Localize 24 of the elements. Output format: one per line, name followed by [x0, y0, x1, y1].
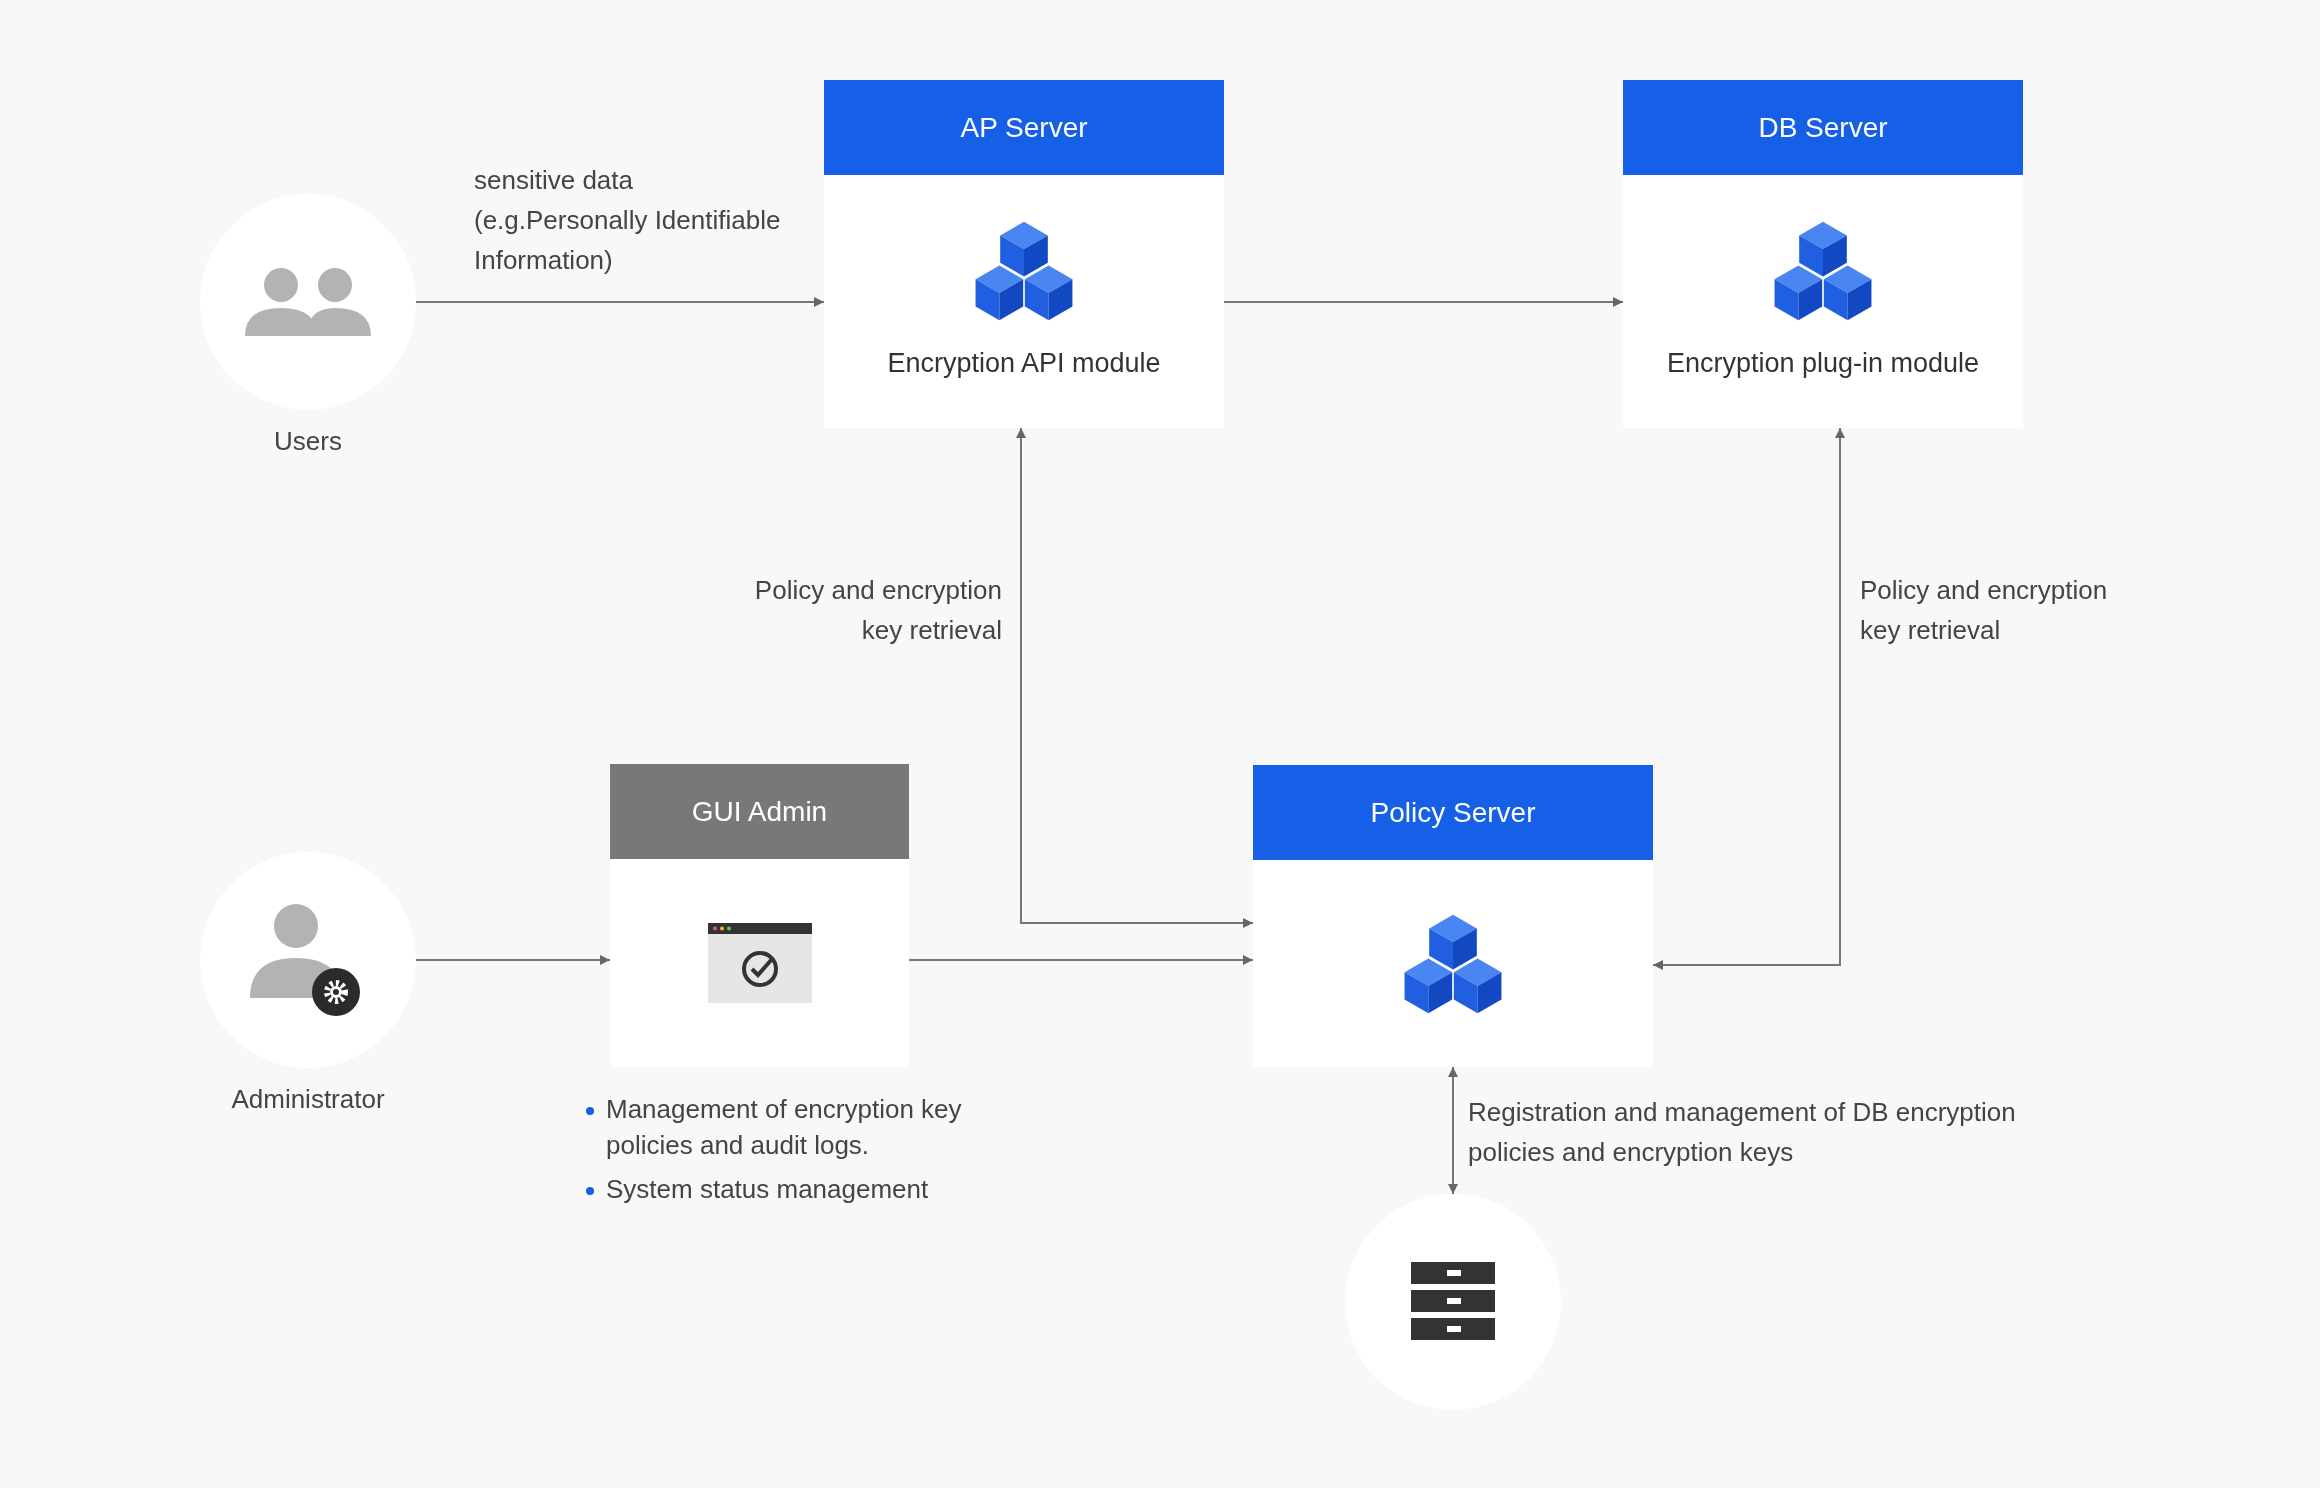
- card-header: AP Server: [824, 80, 1224, 175]
- card-header: DB Server: [1623, 80, 2023, 175]
- card-header: Policy Server: [1253, 765, 1653, 860]
- server-card: [1623, 80, 2023, 428]
- module-label: Encryption API module: [887, 347, 1161, 381]
- edge-label: Policy and encryption key retrieval: [1860, 574, 2109, 647]
- server-card: [1253, 765, 1653, 1067]
- node-label: Administrator: [231, 1083, 385, 1116]
- card-header: GUI Admin: [610, 764, 909, 859]
- node-label: Users: [274, 425, 342, 458]
- server-card: [824, 80, 1224, 428]
- arrow: [415, 297, 825, 307]
- edge-label: Policy and encryption key retrieval: [753, 574, 1002, 647]
- arrow: [415, 955, 611, 965]
- arrow: [1223, 297, 1624, 307]
- edge-label: sensitive data (e.g.Personally Identifiable Information): [474, 164, 782, 277]
- edge-label: Registration and management of DB encryption policies and encryption keys: [1468, 1096, 2017, 1169]
- arrow: [908, 955, 1254, 965]
- module-label: Encryption plug-in module: [1666, 347, 1980, 381]
- arrow: [1448, 1066, 1458, 1195]
- arrow: [1652, 427, 1845, 970]
- arrow: [1016, 427, 1254, 928]
- bullet-text: System status management: [606, 1173, 929, 1206]
- bullet-text: Management of encryption key policies and audit logs.: [606, 1093, 963, 1162]
